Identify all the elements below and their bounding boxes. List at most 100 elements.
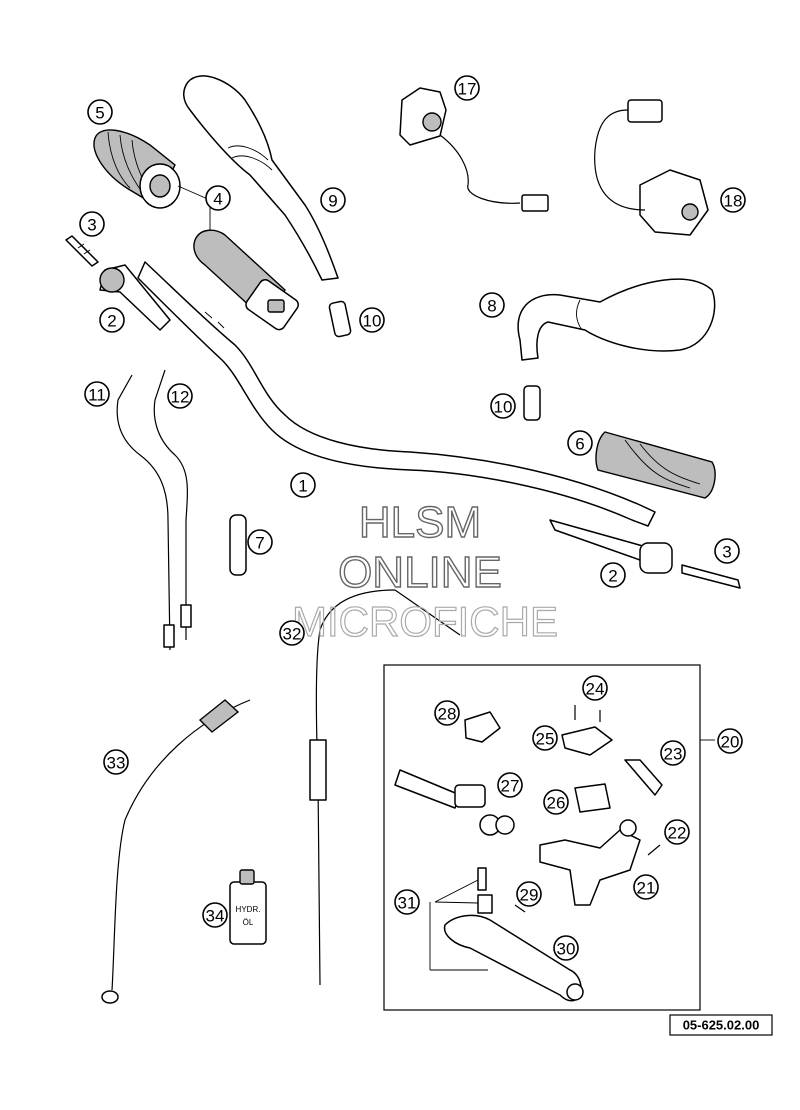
light-switch [594, 99, 709, 236]
callout-number: 2 [608, 567, 617, 586]
callout-7: 7 [247, 529, 273, 555]
callout-number: 20 [721, 733, 740, 752]
callout-4: 4 [205, 185, 231, 211]
part-number-box: 05-625.02.00 [669, 1014, 773, 1036]
small-parts [394, 705, 663, 914]
callout-18: 18 [720, 187, 746, 213]
bottle-label-line2: ÖL [243, 918, 254, 927]
callout-circle [320, 187, 346, 213]
callout-circle [99, 307, 125, 333]
callout-number: 21 [637, 879, 656, 898]
callout-circle [167, 383, 193, 409]
watermark: HLSM ONLINE MICROFICHE [291, 497, 558, 645]
callout-circle [516, 881, 542, 907]
callout-17: 17 [454, 75, 480, 101]
callout-number: 10 [363, 312, 382, 331]
callout-number: 26 [547, 794, 566, 813]
callout-number: 23 [664, 745, 683, 764]
callout-12: 12 [167, 383, 193, 409]
callout-circle [717, 728, 743, 754]
callout-circle [582, 675, 608, 701]
callout-22: 22 [664, 819, 690, 845]
brake-lever [443, 914, 584, 1002]
callout-34: 34 [202, 902, 228, 928]
callout-3: 3 [714, 538, 740, 564]
callout-27: 27 [497, 772, 523, 798]
callout-circle [84, 381, 110, 407]
callout-circle [290, 472, 316, 498]
callout-circle [497, 772, 523, 798]
callout-2: 2 [99, 307, 125, 333]
callout-number: 31 [398, 894, 417, 913]
callout-number: 4 [213, 190, 222, 209]
throttle-cables [116, 369, 192, 651]
callout-number: 11 [88, 386, 106, 405]
callout-circle [202, 902, 228, 928]
callout-number: 29 [520, 886, 539, 905]
callout-number: 17 [458, 80, 477, 99]
callout-number: 18 [724, 192, 743, 211]
callout-28: 28 [434, 700, 460, 726]
callout-circle [664, 819, 690, 845]
callout-circle [543, 789, 569, 815]
mirror-adapter-right [523, 385, 541, 421]
mirror-adapter-left [328, 300, 352, 338]
callout-21: 21 [633, 874, 659, 900]
callout-circle [279, 620, 305, 646]
callout-circle [205, 185, 231, 211]
part-number: 05-625.02.00 [683, 1018, 760, 1033]
right-grip [595, 431, 716, 499]
clamp-bracket [229, 514, 247, 576]
callout-29: 29 [516, 881, 542, 907]
callout-number: 25 [536, 730, 555, 749]
callout-number: 2 [107, 312, 116, 331]
mirror-right [517, 278, 716, 361]
callout-31: 31 [394, 889, 420, 915]
callout-circle [87, 99, 113, 125]
callout-10: 10 [359, 307, 385, 333]
throttle-grip [193, 229, 299, 331]
handlebar [137, 261, 656, 527]
callout-circle [720, 187, 746, 213]
callout-1: 1 [290, 472, 316, 498]
callout-24: 24 [582, 675, 608, 701]
callout-number: 5 [95, 104, 104, 123]
callout-33: 33 [103, 749, 129, 775]
callout-circle [394, 889, 420, 915]
callout-number: 8 [487, 297, 496, 316]
callout-number: 1 [298, 477, 307, 496]
callout-26: 26 [543, 789, 569, 815]
callout-number: 10 [494, 398, 513, 417]
callout-circle [454, 75, 480, 101]
master-cylinder-group-box [383, 664, 715, 1011]
brake-hose [101, 699, 251, 1004]
callout-number: 24 [586, 680, 605, 699]
callout-number: 3 [722, 543, 731, 562]
callout-circle [633, 874, 659, 900]
left-grip [93, 129, 181, 209]
hydraulic-oil-bottle: HYDR. ÖL [229, 869, 267, 945]
callout-number: 6 [575, 435, 584, 454]
callout-circle [103, 749, 129, 775]
watermark-line3: MICROFICHE [292, 598, 558, 645]
callout-circle [490, 393, 516, 419]
callout-2: 2 [600, 562, 626, 588]
callout-11: 11 [84, 381, 110, 407]
clutch-cable [309, 589, 461, 986]
watermark-line2: ONLINE [338, 548, 502, 597]
callout-number: 22 [668, 824, 687, 843]
callout-circle [660, 740, 686, 766]
callout-circle [714, 538, 740, 564]
master-cylinder-body [539, 819, 641, 906]
callout-number: 3 [87, 216, 96, 235]
kill-switch [399, 87, 549, 212]
callout-6: 6 [567, 430, 593, 456]
watermark-line1: HLSM [359, 498, 481, 547]
callout-30: 30 [553, 935, 579, 961]
callout-number: 30 [557, 940, 576, 959]
callout-number: 12 [171, 388, 190, 407]
callout-20: 20 [717, 728, 743, 754]
bar-end-weight-left [99, 264, 171, 331]
callout-32: 32 [279, 620, 305, 646]
